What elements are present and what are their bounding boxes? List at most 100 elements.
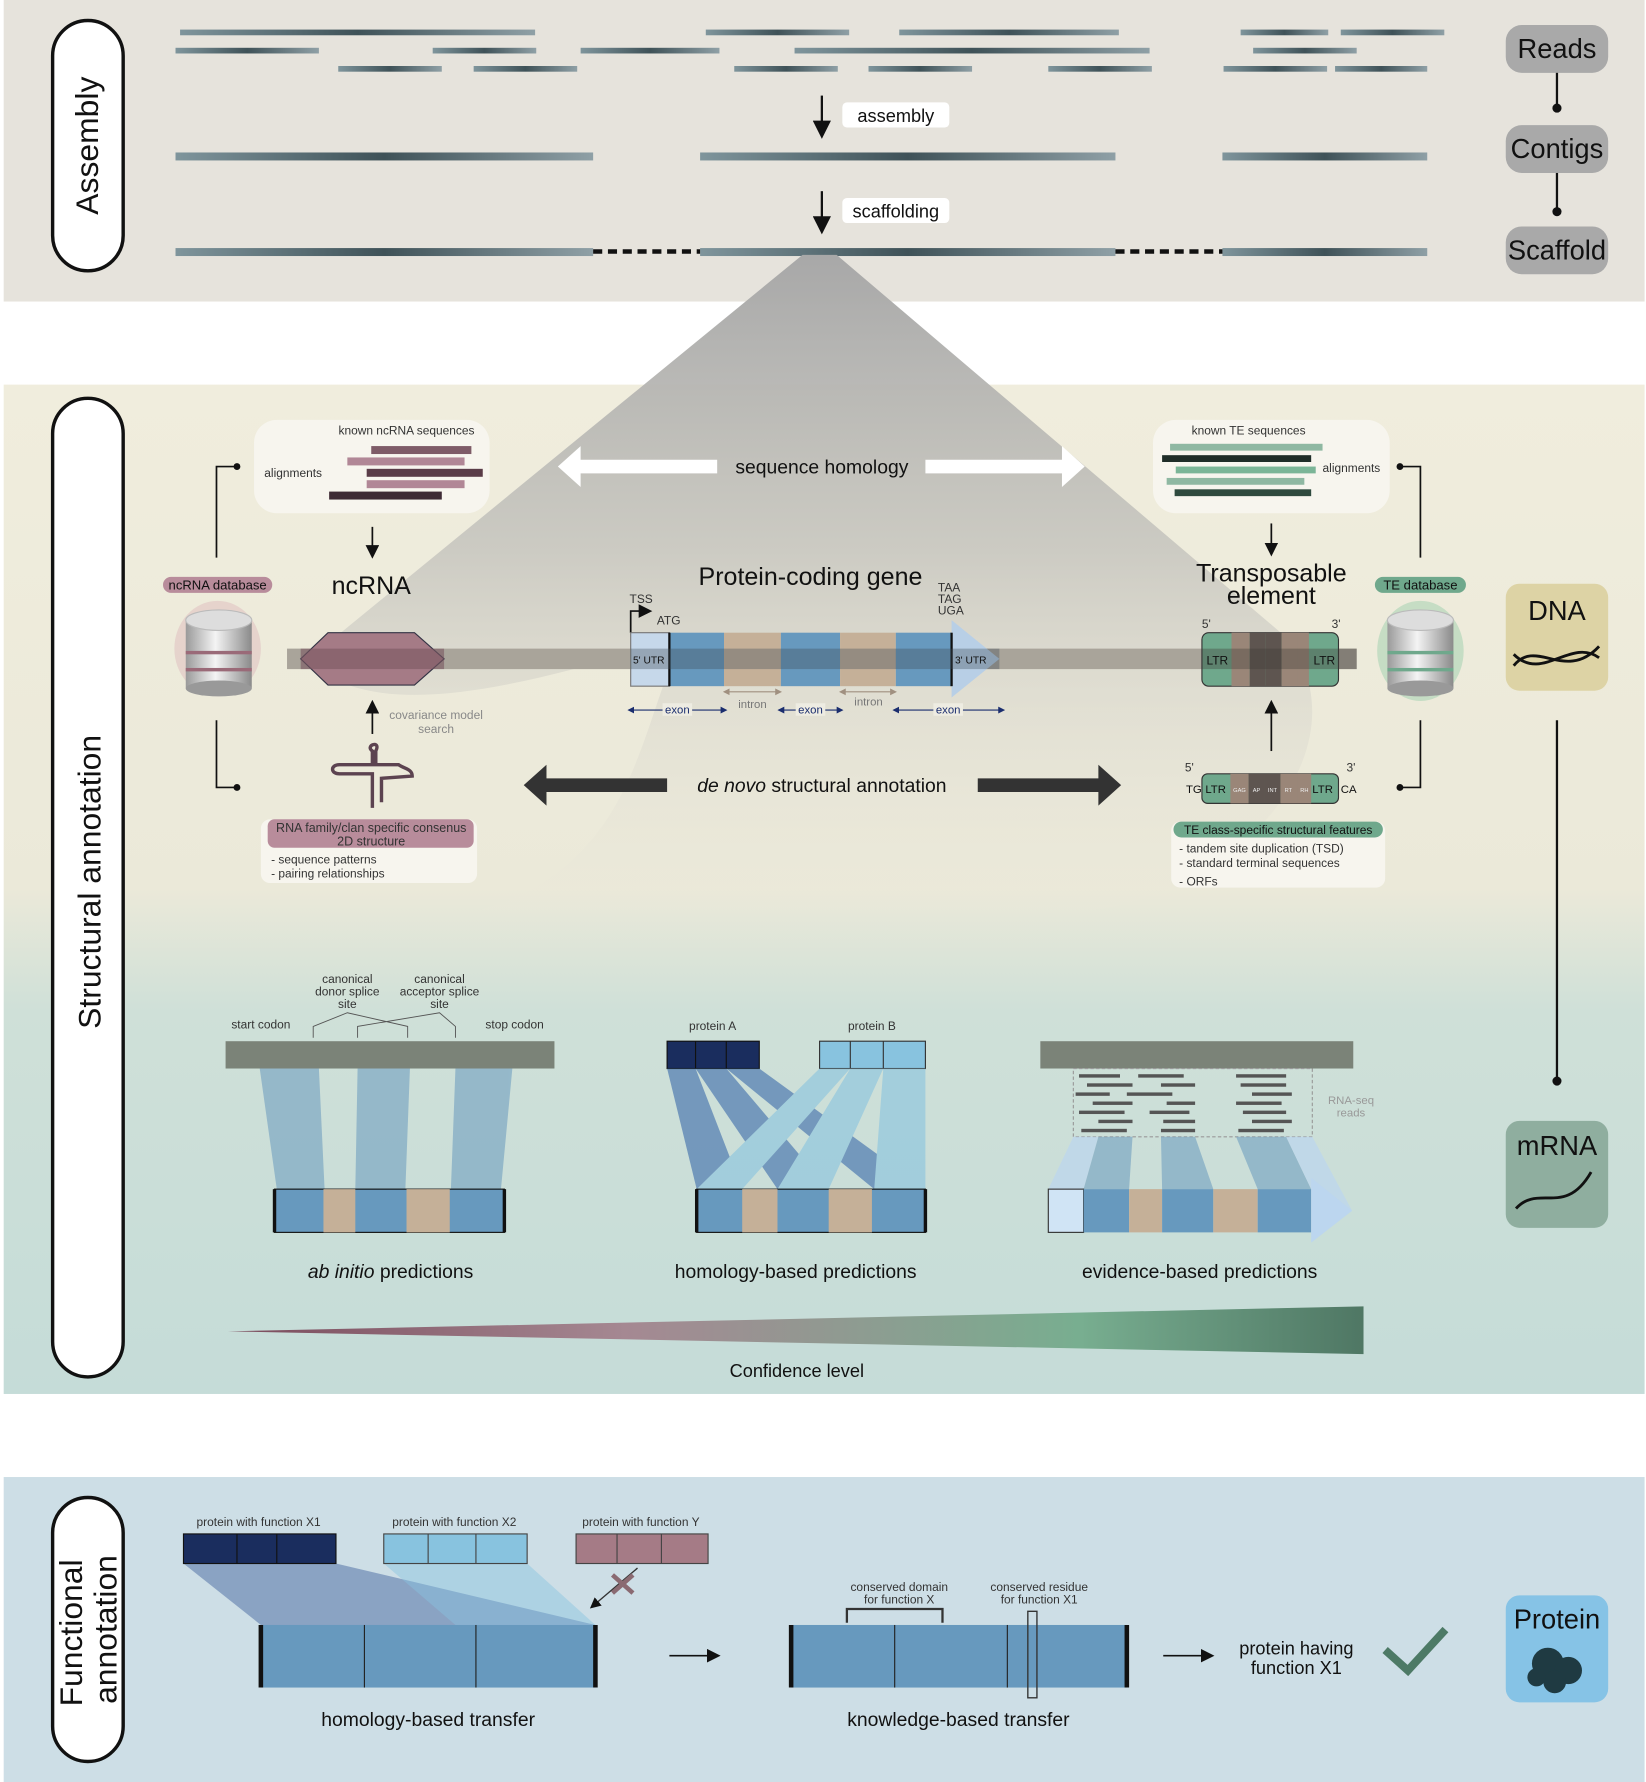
acceptor-label-3: site xyxy=(430,997,449,1011)
contigs xyxy=(175,152,1428,161)
consensus-label-2: 2D structure xyxy=(337,834,405,848)
knowledge-transfer-protein xyxy=(788,1607,1130,1699)
acceptor-label-1: canonical xyxy=(414,972,464,986)
te-alignments-label: alignments xyxy=(1323,461,1381,475)
te-tg: TG xyxy=(1186,784,1202,796)
te-3prime: 3' xyxy=(1332,617,1341,631)
sequence-homology-label: sequence homology xyxy=(735,456,908,478)
mrna-label: mRNA xyxy=(1517,1130,1598,1161)
homology-projections xyxy=(667,1068,926,1190)
gene-title: Protein-coding gene xyxy=(699,563,923,591)
stop-codon-1: TAA xyxy=(938,581,960,595)
ncrna-database-label: ncRNA database xyxy=(169,577,267,592)
te-title-1: Transposable xyxy=(1196,559,1347,587)
te-domain-int: INT xyxy=(1268,788,1278,794)
covariance-label-2: search xyxy=(418,722,454,736)
exon-label-3: exon xyxy=(936,704,961,716)
te-5prime: 5' xyxy=(1202,617,1211,631)
conserved-residue-2: for function X1 xyxy=(1001,1592,1078,1606)
tss-label: TSS xyxy=(630,592,653,606)
protein-b-label: protein B xyxy=(848,1019,896,1033)
donor-label-3: site xyxy=(338,997,357,1011)
known-ncrna-sequences: known ncRNA sequences xyxy=(338,424,474,438)
dna-label: DNA xyxy=(1528,595,1586,626)
homology-gene-model xyxy=(694,1188,928,1233)
protein-a-label: protein A xyxy=(689,1019,736,1033)
te-title-2: element xyxy=(1227,582,1316,610)
protein-x2-label: protein with function X2 xyxy=(392,1515,516,1529)
ab-initio-gene-model xyxy=(272,1188,507,1233)
stage-scaffold: Scaffold xyxy=(1508,234,1606,265)
te2-ltr-left: LTR xyxy=(1205,784,1226,796)
evidence-genome xyxy=(1040,1041,1354,1069)
structural-section-label: Structural annotation xyxy=(71,735,107,1029)
protein-x2 xyxy=(383,1533,528,1565)
te-feature-1: - tandem site duplication (TSD) xyxy=(1179,841,1344,855)
assembly-step-label: assembly xyxy=(857,106,935,126)
te2-ltr-right: LTR xyxy=(1312,784,1333,796)
sequencing-reads xyxy=(175,29,1445,72)
acceptor-label-2: acceptor splice xyxy=(400,985,480,999)
utr5-label: 5' UTR xyxy=(633,655,665,666)
exon-label-1: exon xyxy=(665,704,690,716)
donor-label-2: donor splice xyxy=(315,985,380,999)
te-ltr-right: LTR xyxy=(1313,654,1335,668)
donor-label-1: canonical xyxy=(322,972,372,986)
evidence-projections xyxy=(1048,1136,1353,1211)
rnaseq-label-2: reads xyxy=(1337,1107,1366,1119)
atg-label: ATG xyxy=(657,614,681,628)
protein-x1-label: protein with function X1 xyxy=(197,1515,321,1529)
conserved-domain-2: for function X xyxy=(864,1592,934,1606)
checkmark-icon xyxy=(1382,1626,1449,1677)
ncrna-feature-2: - pairing relationships xyxy=(271,866,384,880)
te-structure xyxy=(1201,773,1340,804)
start-codon-label: start codon xyxy=(231,1018,290,1032)
ncrna-database-icon xyxy=(174,600,261,697)
ab-initio-genome xyxy=(225,1041,555,1069)
evidence-gene-model xyxy=(1047,1177,1353,1243)
protein-y xyxy=(575,1533,709,1565)
result-label-1: protein having xyxy=(1239,1639,1353,1659)
intron-label-2: intron xyxy=(854,697,882,709)
mrna-icon xyxy=(1514,1171,1593,1210)
homology-arrow-right xyxy=(925,446,1085,488)
te-database-label: TE database xyxy=(1383,577,1457,592)
scaffolding-step-label: scaffolding xyxy=(853,201,940,221)
te-ca: CA xyxy=(1341,784,1357,796)
de-novo-arrow-left xyxy=(523,764,668,806)
protein-a xyxy=(666,1040,760,1070)
assembly-pill: Assembly xyxy=(50,18,125,273)
confidence-wedge xyxy=(227,1306,1364,1355)
te-feature-3: - ORFs xyxy=(1179,874,1217,888)
protein-structure-icon xyxy=(1527,1647,1582,1694)
evidence-label: evidence-based predictions xyxy=(1082,1261,1317,1283)
stop-codon-2: TAG xyxy=(938,592,962,606)
protein-y-label: protein with function Y xyxy=(582,1515,699,1529)
stop-codon-3: UGA xyxy=(938,603,964,617)
transfer-projection xyxy=(183,1563,596,1625)
known-te-sequences: known TE sequences xyxy=(1192,424,1306,438)
functional-pill: Functional annotation xyxy=(50,1495,125,1764)
te-ltr-left: LTR xyxy=(1206,654,1228,668)
te2-3prime: 3' xyxy=(1346,761,1355,775)
exon-label-2: exon xyxy=(798,704,823,716)
intron-label-1: intron xyxy=(738,699,766,711)
stage-contigs: Contigs xyxy=(1511,133,1604,164)
structural-pill: Structural annotation xyxy=(50,396,125,1379)
ab-initio-projections xyxy=(259,1068,513,1190)
te-domain-gag: GAG xyxy=(1233,788,1246,794)
rnaseq-reads xyxy=(1075,1074,1292,1133)
ncrna-alignments-label: alignments xyxy=(264,466,322,480)
de-novo-arrow-right xyxy=(977,764,1122,806)
stop-codon-label: stop codon xyxy=(485,1018,543,1032)
te-domain-rh: RH xyxy=(1300,788,1308,794)
gene-model xyxy=(630,620,1000,698)
covariance-label-1: covariance model xyxy=(389,708,483,722)
functional-label-2: annotation xyxy=(87,1555,123,1704)
te-database-icon xyxy=(1377,600,1464,701)
de-novo-label: de novo structural annotation xyxy=(697,775,946,797)
functional-label-1: Functional xyxy=(53,1559,89,1706)
utr3-label: 3' UTR xyxy=(955,655,987,666)
assembly-stages: Reads Contigs Scaffold xyxy=(1505,25,1609,275)
